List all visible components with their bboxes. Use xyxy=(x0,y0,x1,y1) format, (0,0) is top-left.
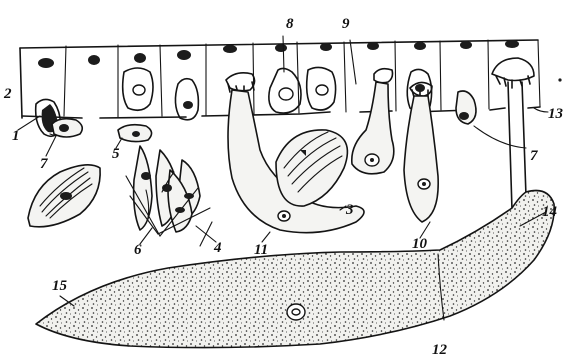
nucleus-top-8 xyxy=(367,42,379,50)
label-14: 14 xyxy=(542,204,558,220)
nucleus-top-2 xyxy=(88,55,100,65)
label-9: 9 xyxy=(342,16,350,32)
label-6: 6 xyxy=(134,242,142,258)
label-7-left: 7 xyxy=(40,156,48,172)
label-3: 3 xyxy=(345,202,354,218)
label-7-right: 7 xyxy=(530,148,538,164)
nucleus-top-10 xyxy=(460,41,472,49)
cell-9 xyxy=(350,40,394,174)
nucleus-top-7 xyxy=(320,43,332,51)
label-11: 11 xyxy=(254,242,268,258)
marker-4 xyxy=(196,222,216,246)
nucleus-top-9 xyxy=(414,42,426,50)
speck xyxy=(558,78,561,81)
label-1: 1 xyxy=(12,128,20,144)
label-5: 5 xyxy=(112,146,120,162)
nucleus-top-4 xyxy=(177,50,191,60)
cell-cluster-6 xyxy=(126,146,210,244)
label-2: 2 xyxy=(3,86,12,102)
label-8: 8 xyxy=(286,16,294,32)
cell-7-left xyxy=(46,119,82,156)
label-10: 10 xyxy=(412,236,428,252)
cell-7-right xyxy=(456,91,526,148)
spindle-organism-left xyxy=(28,165,100,227)
nucleus-top-5 xyxy=(223,45,237,53)
cell-3 xyxy=(276,130,347,210)
label-12: 12 xyxy=(432,342,448,358)
nucleus-top-6 xyxy=(275,44,287,52)
label-15: 15 xyxy=(52,278,68,294)
nucleus-top-11 xyxy=(505,40,519,48)
cell-5 xyxy=(116,125,152,148)
label-4: 4 xyxy=(213,240,222,256)
nucleus-top-1 xyxy=(38,58,54,68)
epithelial-cell-b xyxy=(175,79,198,120)
label-13: 13 xyxy=(548,106,564,122)
nucleus-top-3 xyxy=(134,53,146,63)
